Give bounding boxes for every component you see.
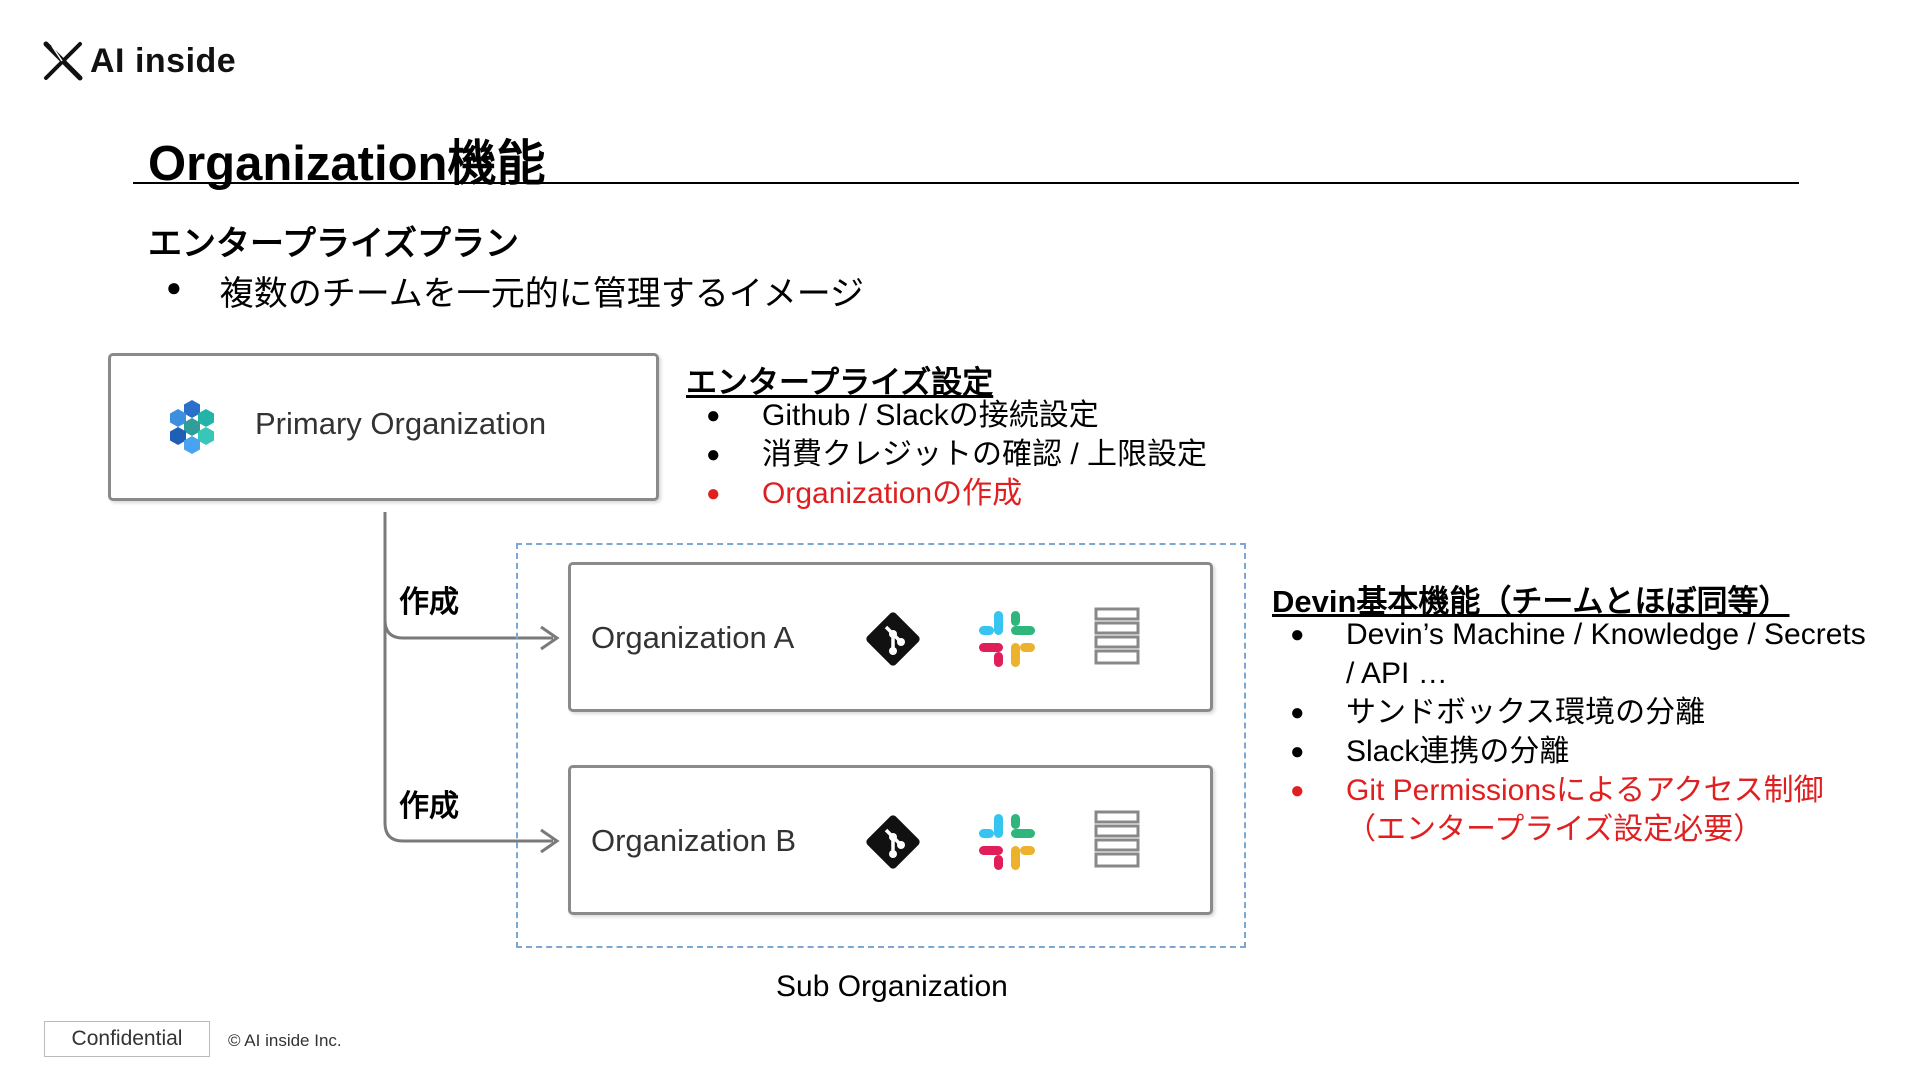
arrow-head-b-icon [540, 828, 560, 854]
list-item: ● 消費クレジットの確認 / 上限設定 [706, 435, 1207, 474]
bullet-dot-icon: ● [706, 441, 721, 468]
bullet-dot-icon: ● [1290, 777, 1305, 804]
list-item-text: 消費クレジットの確認 / 上限設定 [762, 438, 1208, 471]
organization-a-label: Organization A [591, 620, 795, 655]
confidential-label: Confidential [44, 1021, 210, 1057]
list-item-continuation: / API … [1290, 654, 1910, 693]
bullet-dot-icon: ● [1290, 738, 1305, 765]
organization-b-box: Organization B [568, 765, 1213, 915]
git-icon [866, 815, 920, 869]
devin-features-heading: Devin基本機能（チームとほぼ同等） [1272, 584, 1790, 619]
enterprise-settings-list: ● Github / Slackの接続設定 ● 消費クレジットの確認 / 上限設… [706, 396, 1207, 513]
create-label-a: 作成 [399, 586, 459, 619]
logo-mark-icon [43, 41, 83, 81]
enterprise-settings-heading: エンタープライズ設定 [686, 365, 994, 400]
organization-hex-icon [170, 400, 214, 454]
list-item-text: Slack連携の分離 [1346, 735, 1570, 768]
list-item-text: Devin’s Machine / Knowledge / Secrets [1346, 618, 1866, 651]
list-item-continuation: （エンタープライズ設定必要） [1290, 810, 1910, 849]
copyright-text: © AI inside Inc. [228, 1031, 342, 1050]
primary-organization-box: Primary Organization [108, 353, 659, 501]
slack-icon [979, 611, 1035, 667]
bullet-dot-icon: ● [166, 272, 182, 302]
title-divider [133, 182, 1799, 184]
server-icon [1094, 607, 1140, 665]
list-item: ● Slack連携の分離 [1290, 732, 1910, 771]
list-item-text: Git Permissionsによるアクセス制御 [1346, 774, 1824, 807]
list-item: ● Devin’s Machine / Knowledge / Secrets [1290, 615, 1910, 654]
bullet-dot-icon: ● [1290, 699, 1305, 726]
sub-organization-area [516, 543, 1246, 948]
primary-organization-label: Primary Organization [255, 406, 547, 441]
list-item: ● Github / Slackの接続設定 [706, 396, 1207, 435]
list-item-text: Github / Slackの接続設定 [762, 399, 1099, 432]
list-item-text: （エンタープライズ設定必要） [1346, 813, 1764, 846]
connector-line-b [383, 620, 553, 843]
create-label-b: 作成 [399, 790, 459, 823]
list-item: ● サンドボックス環境の分離 [1290, 693, 1910, 732]
bullet-dot-icon: ● [1290, 621, 1305, 648]
list-item-text: / API … [1346, 657, 1448, 690]
bullet-dot-icon: ● [706, 402, 721, 429]
bullet-dot-icon: ● [706, 480, 721, 507]
arrow-head-a-icon [540, 625, 560, 651]
plan-bullet: ● 複数のチームを一元的に管理するイメージ [166, 266, 864, 315]
list-item: ● Organizationの作成 [706, 474, 1207, 513]
sub-organization-label: Sub Organization [776, 970, 1008, 1003]
git-icon [866, 612, 920, 666]
slack-icon [979, 814, 1035, 870]
devin-features-list: ● Devin’s Machine / Knowledge / Secrets … [1290, 615, 1910, 849]
brand-logo: AI inside [42, 40, 236, 82]
plan-heading: エンタープライズプラン [148, 225, 519, 263]
list-item-text: Organizationの作成 [762, 477, 1023, 510]
plan-bullet-text: 複数のチームを一元的に管理するイメージ [219, 275, 865, 313]
organization-b-label: Organization B [591, 823, 797, 858]
list-item: ● Git Permissionsによるアクセス制御 [1290, 771, 1910, 810]
brand-name: AI inside [90, 41, 237, 80]
list-item-text: サンドボックス環境の分離 [1346, 696, 1706, 729]
organization-a-box: Organization A [568, 562, 1213, 712]
server-icon [1094, 810, 1140, 868]
